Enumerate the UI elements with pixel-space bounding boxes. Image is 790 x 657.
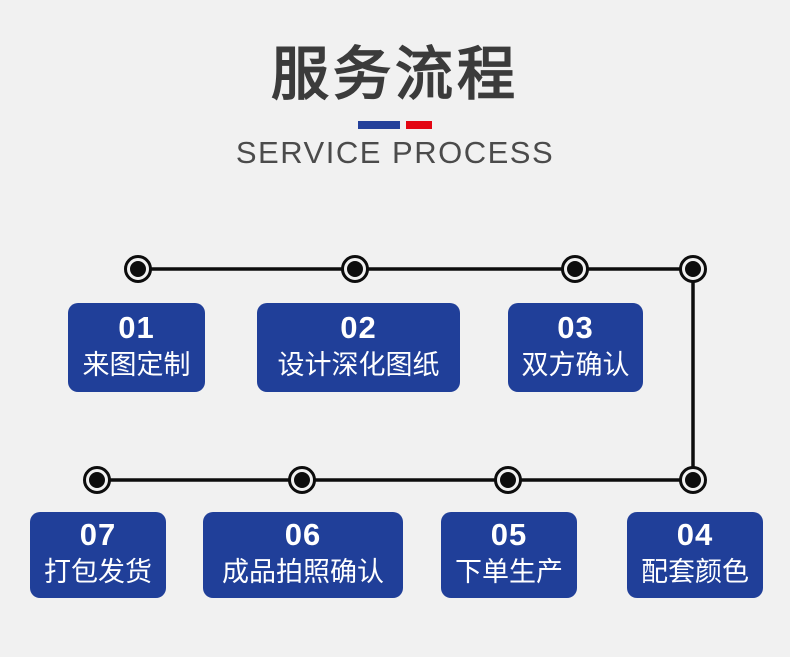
- step-number-07: 07: [79, 517, 117, 552]
- step-card-05[interactable]: 05 下单生产: [441, 512, 577, 598]
- step-label-05: 下单生产: [455, 557, 563, 587]
- step-card-06[interactable]: 06 成品拍照确认: [203, 512, 403, 598]
- divider-bar-red: [406, 121, 432, 129]
- page-subtitle: SERVICE PROCESS: [235, 135, 555, 170]
- step-label-03: 双方确认: [521, 349, 630, 380]
- step-label-02: 设计深化图纸: [277, 349, 440, 380]
- flow-node-step-06: [288, 466, 316, 494]
- flow-node-step-03: [561, 255, 589, 283]
- flow-node-corner-top-right: [679, 255, 707, 283]
- step-label-01: 来图定制: [82, 349, 191, 380]
- step-number-01: 01: [118, 309, 155, 345]
- step-card-03[interactable]: 03 双方确认: [508, 303, 643, 392]
- title-divider: [0, 121, 790, 129]
- step-number-06: 06: [284, 517, 322, 552]
- step-card-01[interactable]: 01 来图定制: [68, 303, 205, 392]
- divider-bar-blue: [358, 121, 400, 129]
- step-label-06: 成品拍照确认: [222, 557, 384, 587]
- step-card-02[interactable]: 02 设计深化图纸: [257, 303, 460, 392]
- flow-node-step-05: [494, 466, 522, 494]
- step-number-04: 04: [676, 517, 714, 552]
- step-label-07: 打包发货: [44, 557, 152, 587]
- flow-node-step-01: [124, 255, 152, 283]
- step-number-05: 05: [490, 517, 528, 552]
- step-card-07[interactable]: 07 打包发货: [30, 512, 166, 598]
- flow-node-step-02: [341, 255, 369, 283]
- step-label-04: 配套颜色: [641, 557, 749, 587]
- step-number-02: 02: [340, 309, 377, 345]
- step-number-03: 03: [557, 309, 594, 345]
- page-title: 服务流程: [270, 42, 519, 107]
- flow-node-step-07: [83, 466, 111, 494]
- flow-node-step-04: [679, 466, 707, 494]
- step-card-04[interactable]: 04 配套颜色: [627, 512, 763, 598]
